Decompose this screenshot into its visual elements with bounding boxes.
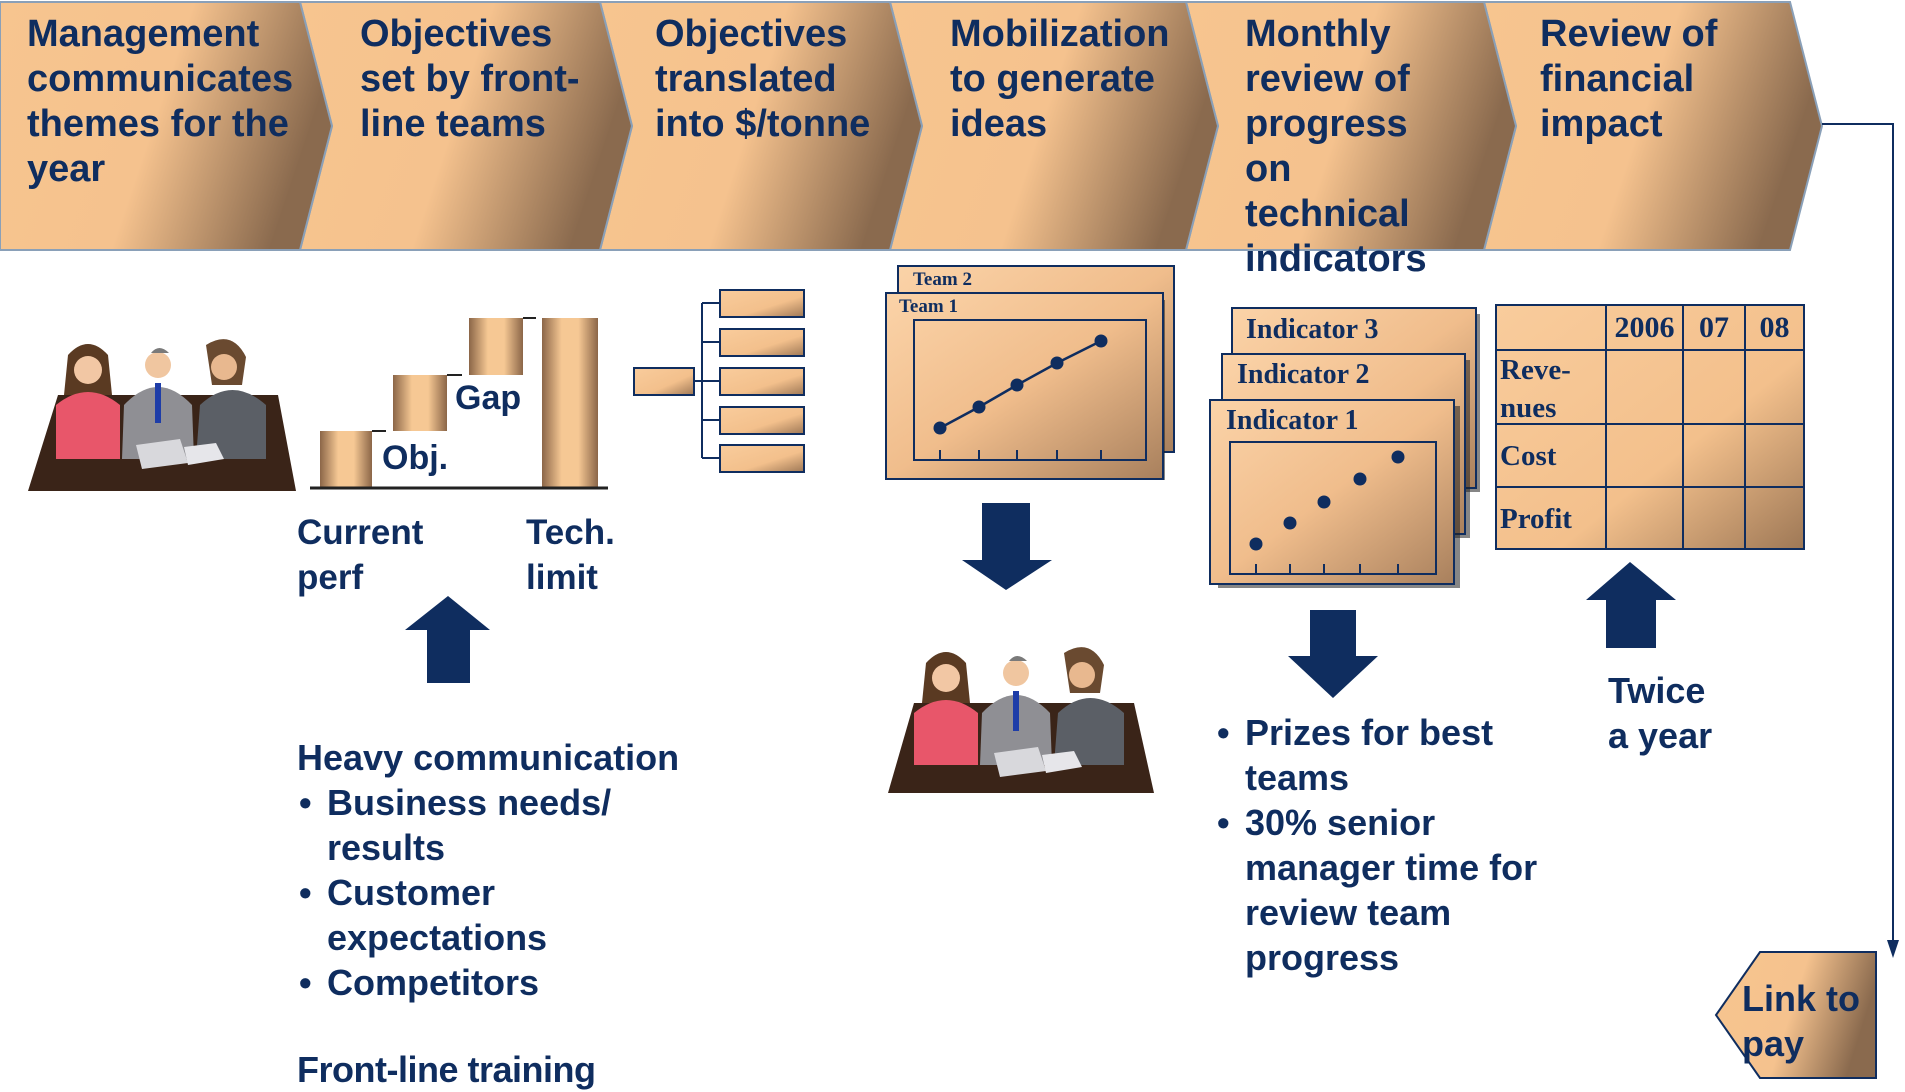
tree-leaf-box [719, 289, 805, 318]
team-2-label: Team 2 [913, 269, 972, 290]
table-row-label: Cost [1500, 440, 1557, 472]
bar-current [320, 431, 372, 487]
link-connector-arrowhead [1887, 940, 1899, 958]
indicator-2-label: Indicator 2 [1237, 359, 1370, 390]
financial-table [1495, 304, 1805, 550]
team-1-point [1094, 334, 1108, 348]
communication-bullets: Business needs/ results Customer expecta… [297, 780, 757, 1005]
rewards-block: Prizes for best teams 30% senior manager… [1215, 710, 1575, 980]
table-header-year: 07 [1699, 311, 1729, 344]
communication-heading: Heavy communication [297, 737, 680, 778]
training-label: Front-line training [297, 1049, 596, 1090]
link-to-pay-label: Link to pay [1742, 978, 1860, 1064]
tree-leaf-box [719, 406, 805, 435]
link-to-pay-chevron [1714, 951, 1877, 1079]
gap-label: Gap [455, 379, 522, 417]
current-perf-label: Current perf [297, 513, 424, 597]
tree-leaf-box [719, 367, 805, 396]
indicator-charts [1209, 307, 1480, 588]
link-connector-line [1822, 123, 1894, 944]
table-header-year: 08 [1759, 311, 1790, 344]
table-row-label: Reve-nues [1500, 354, 1571, 424]
team-1-point [1050, 356, 1064, 370]
indicator-1-plot-area [1229, 441, 1437, 575]
step-6-label: Review of financial impact [1540, 13, 1718, 145]
indicator-1-panel [1209, 399, 1455, 585]
team-1-plot-area [913, 319, 1147, 461]
down-arrow-icon [1288, 610, 1378, 698]
step-2-label: Objectives set by front-line teams [360, 13, 580, 145]
communication-bullet: Customer expectations [297, 870, 587, 960]
objectives-chart [310, 317, 608, 490]
step-4-label: Mobilization to generate ideas [950, 13, 1170, 145]
up-arrow-icon [1586, 562, 1676, 648]
communication-bullet: Competitors [297, 960, 757, 1005]
rewards-bullet: 30% senior manager time for review team … [1215, 800, 1575, 980]
up-arrow-icon [405, 596, 490, 683]
indicator-1-point [1283, 516, 1297, 530]
table-row-label: Profit [1500, 503, 1572, 535]
tech-limit-label: Tech. limit [526, 513, 615, 597]
meeting-clipart-1 [28, 339, 296, 491]
step-1-label: Management communicates themes for the y… [27, 13, 294, 190]
obj-label: Obj. [382, 439, 449, 477]
communication-bullet: Business needs/ results [297, 780, 617, 870]
tree-leaf-box [719, 328, 805, 357]
indicator-3-label: Indicator 3 [1246, 314, 1379, 345]
team-1-point [933, 421, 947, 435]
communication-block: Heavy communication Business needs/ resu… [297, 735, 757, 1092]
chevron-step-1 [0, 1, 334, 251]
team-1-panel [885, 292, 1164, 480]
indicator-1-point [1391, 450, 1405, 464]
step-3-label: Objectives translated into $/tonne [655, 13, 871, 145]
tree-root-box [633, 367, 695, 396]
team-1-point [972, 400, 986, 414]
frequency-label: Twice a year [1608, 670, 1713, 756]
bar-obj [393, 375, 447, 431]
team-charts [885, 265, 1175, 480]
process-chevrons [0, 1, 1824, 251]
indicator-1-label: Indicator 1 [1226, 405, 1359, 436]
table-header-year: 2006 [1614, 311, 1675, 344]
bar-tech-limit [542, 318, 598, 487]
indicator-1-point [1317, 495, 1331, 509]
meeting-clipart-2 [888, 647, 1154, 793]
team-1-label: Team 1 [899, 296, 958, 317]
bar-gap [469, 318, 523, 375]
objectives-tree [633, 289, 805, 473]
tree-leaf-box [719, 444, 805, 473]
down-arrow-icon [962, 503, 1052, 590]
indicator-1-point [1249, 537, 1263, 551]
team-1-point [1010, 378, 1024, 392]
rewards-bullet: Prizes for best teams [1215, 710, 1545, 800]
step-5-label: Monthly review of progress on technical … [1245, 13, 1427, 280]
indicator-1-point [1353, 472, 1367, 486]
